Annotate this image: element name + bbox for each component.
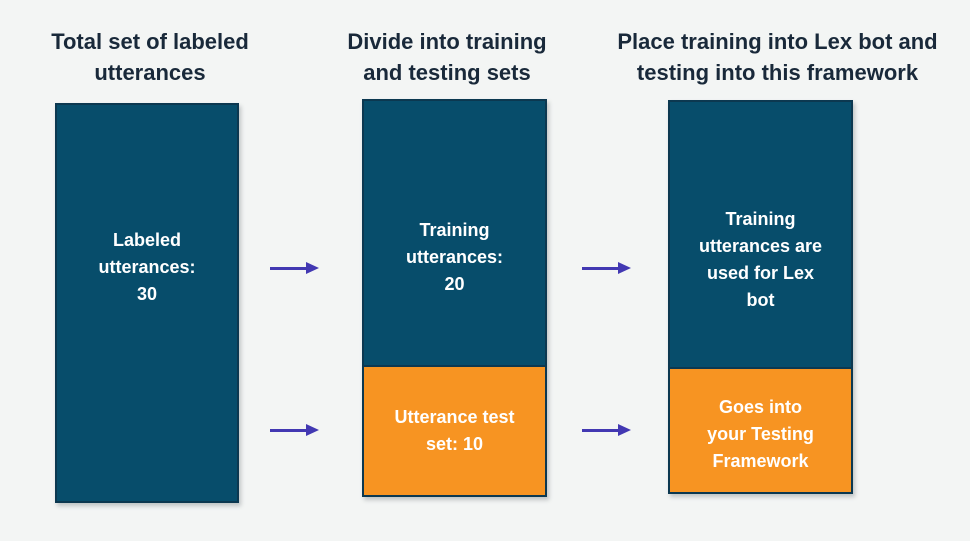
arrow-head — [306, 262, 319, 274]
column-2-header: Divide into training and testing sets — [347, 29, 547, 85]
testing-framework-label: Goes into your Testing Framework — [707, 397, 814, 471]
arrow-shaft — [582, 428, 618, 432]
utterance-test-set-label: Utterance test set: 10 — [394, 407, 515, 454]
arrow-shaft — [270, 428, 306, 432]
arrow-right-icon — [582, 423, 631, 437]
training-utterances-label: Training utterances: 20 — [405, 219, 504, 294]
arrow-shaft — [582, 266, 618, 270]
labeled-utterances-label: Labeled utterances: 30 — [98, 229, 196, 304]
arrow-head — [306, 424, 319, 436]
labeled-utterances-segment: Labeled utterances: 30 — [57, 105, 237, 501]
column-3-box: Training utterances are used for Lex bot… — [668, 100, 853, 494]
column-3-header: Place training into Lex bot and testing … — [617, 29, 938, 85]
column-1-box: Labeled utterances: 30 — [55, 103, 239, 503]
arrow-right-icon — [270, 261, 319, 275]
arrow-shaft — [270, 266, 306, 270]
arrow-right-icon — [582, 261, 631, 275]
column-1-header: Total set of labeled utterances — [51, 29, 249, 85]
utterance-test-set-segment: Utterance test set: 10 — [364, 365, 545, 495]
column-2-box: Training utterances: 20 Utterance test s… — [362, 99, 547, 497]
lex-bot-usage-label: Training utterances are used for Lex bot — [698, 208, 823, 310]
arrow-right-icon — [270, 423, 319, 437]
lex-bot-usage-segment: Training utterances are used for Lex bot — [670, 102, 851, 367]
arrow-head — [618, 262, 631, 274]
testing-framework-segment: Goes into your Testing Framework — [670, 367, 851, 492]
training-utterances-segment: Training utterances: 20 — [364, 101, 545, 365]
arrow-head — [618, 424, 631, 436]
